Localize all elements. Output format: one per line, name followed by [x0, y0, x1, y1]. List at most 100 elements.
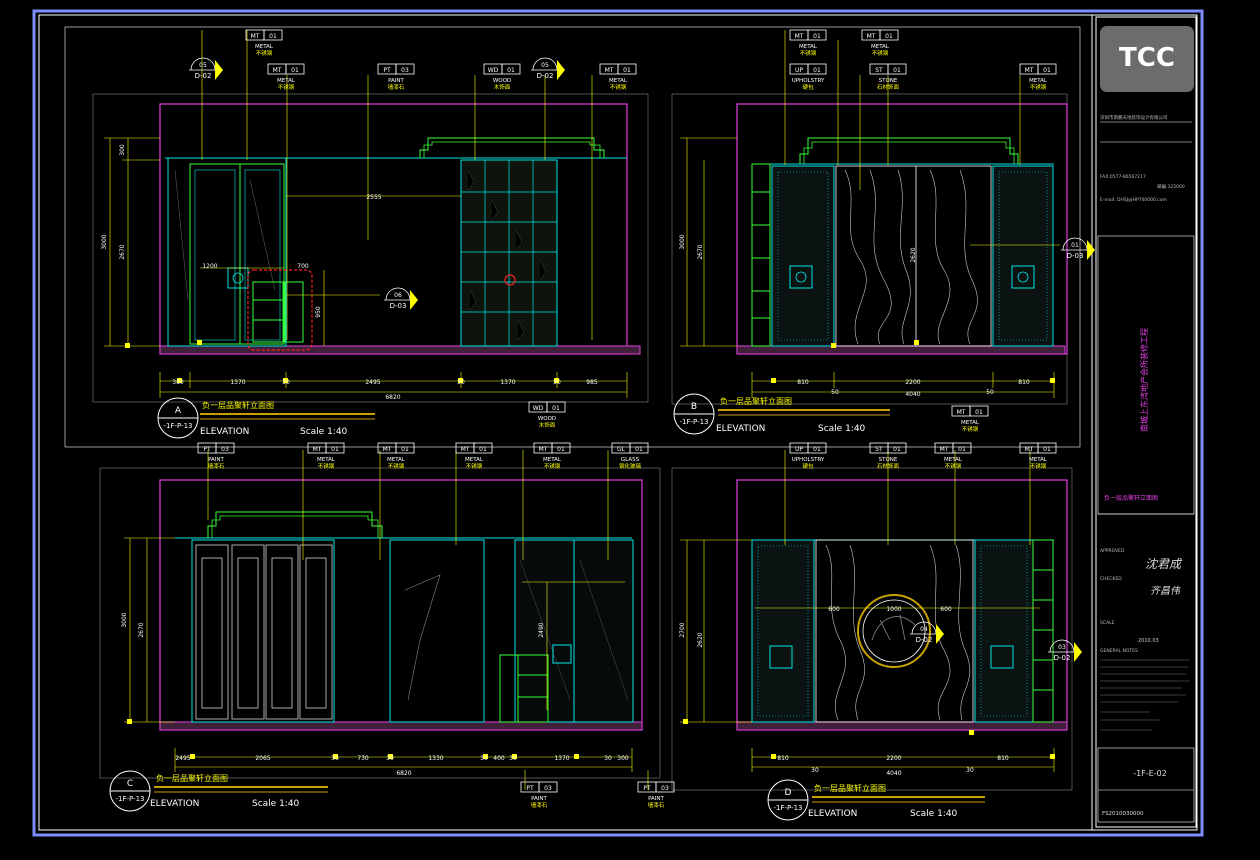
view-c-dim-2: 30 — [331, 755, 339, 762]
view-d-subdim-2: 30 — [966, 767, 974, 774]
view-c-tag-3-code: MT — [461, 446, 470, 453]
view-a-tag-3-num: 01 — [507, 67, 515, 74]
view-c-dim-8: 30 — [509, 755, 517, 762]
view-d-ref: -1F-P-13 — [773, 804, 802, 812]
view-a-callout-0-arrow — [215, 60, 223, 80]
view-a-tag-0-label: METAL — [255, 44, 274, 50]
view-c-tag-3-num: 01 — [479, 446, 487, 453]
view-a-tag-1-cn: 不锈钢 — [278, 83, 295, 91]
view-a-ref: -1F-P-13 — [163, 422, 192, 430]
view-a-tag-1-num-box — [285, 63, 305, 75]
view-a-height-top: 300 — [119, 144, 126, 156]
view-d-tag-0-code: UP — [795, 446, 803, 453]
view-c-bottom-tag-1-code: PT — [643, 785, 651, 792]
view-b-tag-0-cn: 不锈钢 — [800, 49, 817, 57]
view-c-tag-0-code: PT — [203, 446, 211, 453]
view-c-tag-4-label: METAL — [543, 457, 562, 463]
signature-2: 齐昌伟 — [1150, 585, 1181, 597]
elevation-view-c — [99, 450, 661, 812]
view-d-callout-0-arc — [911, 621, 937, 635]
view-d-tag-2-cn: 不锈钢 — [945, 462, 962, 470]
view-c-title: 负一层品聚轩立面图 — [156, 773, 228, 783]
view-c-tag-2-code: MT — [383, 446, 392, 453]
view-c-height-inner: 2670 — [138, 622, 145, 637]
view-c-tag-5-num-box — [629, 442, 649, 454]
view-c-elevation: ELEVATION — [150, 799, 199, 809]
view-b-tag-3-cn: 石材饰面 — [877, 83, 900, 91]
titleblock-frame — [1095, 16, 1197, 828]
view-c-bottom-tag-0-code: PT — [526, 785, 534, 792]
view-b-bottom-tag-cn: 不锈钢 — [962, 425, 979, 433]
view-a-tag-3-label: WOOD — [493, 78, 511, 84]
view-b-tag-0-num-box — [807, 29, 827, 41]
view-d-title: 负一层品聚轩立面图 — [814, 783, 886, 793]
view-a-dim-2555: 2555 — [366, 194, 381, 201]
view-a-callout-1-arc — [532, 57, 558, 71]
view-c-dim-10: 30 — [604, 755, 612, 762]
view-a-tag-3-code: WD — [488, 67, 499, 74]
view-d-callout-1-arc — [1049, 639, 1075, 653]
drawing-number: -1F-E-02 — [1133, 769, 1167, 778]
view-b-tag-2-num-box — [807, 63, 827, 75]
view-a-id: A — [175, 406, 182, 416]
view-b-tag-1-code: MT — [867, 33, 876, 40]
view-d-tag-1-code: ST — [875, 446, 883, 453]
view-c-dim-5: 1330 — [428, 755, 443, 762]
view-d-middim-2: 600 — [940, 606, 952, 613]
view-b-tag-4-code: MT — [1025, 67, 1034, 74]
company-logo: TCC — [1119, 43, 1175, 73]
project-title: 南城上东湾地产会所装修工程 — [1139, 328, 1149, 432]
view-c-bottom-tag-0-cn: 墙漆石 — [531, 801, 548, 809]
view-a-tag-3-num-box — [501, 63, 521, 75]
view-a-callout-1-num: 05 — [541, 62, 549, 69]
view-d-callout-1-arrow — [1074, 642, 1082, 662]
view-d-callout-1-sheet: D-02 — [1054, 654, 1071, 662]
view-a-callout-0-sheet: D-02 — [195, 72, 212, 80]
view-c-tag-3-cn: 不锈钢 — [466, 462, 483, 470]
view-b-tag-0-num: 01 — [813, 33, 821, 40]
view-c-ref: -1F-P-13 — [115, 795, 144, 803]
view-c-dim-4: 30 — [386, 755, 394, 762]
view-a-height-inner: 2670 — [119, 244, 126, 259]
view-c-tag-2-cn: 不锈钢 — [388, 462, 405, 470]
view-d-tag-2-label: METAL — [944, 457, 963, 463]
view-d-tag-1-cn: 石材饰面 — [877, 462, 900, 470]
view-a-tag-1-code: MT — [273, 67, 282, 74]
view-d-tag-3-cn: 不锈钢 — [1030, 462, 1047, 470]
view-a-tag-4-code: MT — [605, 67, 614, 74]
view-a-dim-2: 30 — [282, 379, 290, 386]
view-d-tag-3-num: 01 — [1043, 446, 1051, 453]
view-d-tag-0-num: 01 — [813, 446, 821, 453]
view-c-bottom-tag-0-num: 03 — [544, 785, 552, 792]
view-a-dim-1: 1370 — [230, 379, 245, 386]
view-a-tag-2-num-box — [395, 63, 415, 75]
view-b-scale: Scale 1:40 — [818, 424, 866, 434]
view-a-callout-2-arc — [385, 287, 411, 301]
view-c-tag-0-label: PAINT — [208, 457, 224, 463]
view-c-tag-5-label: GLASS — [621, 457, 640, 463]
view-b-tag-2-code: UP — [795, 67, 803, 74]
view-b-bottom-tag-label: METAL — [961, 420, 980, 426]
view-a-tag-2-cn: 墙漆石 — [388, 83, 405, 91]
view-b-bottom-tag-code: MT — [957, 409, 966, 416]
view-b-tag-2-cn: 硬包 — [802, 83, 814, 91]
view-d-tag-0-cn: 硬包 — [802, 462, 814, 470]
view-d-middim-0: 600 — [828, 606, 840, 613]
view-b-height-inner: 2670 — [697, 244, 704, 259]
email-line: E-mail: DHSJ@HP700000.com — [1100, 197, 1167, 203]
view-c-dim-3: 730 — [357, 755, 369, 762]
view-c-total-width: 6820 — [396, 770, 411, 777]
view-b-elevation: ELEVATION — [716, 424, 765, 434]
view-b-dim-1: 2200 — [905, 379, 920, 386]
view-b-height-center: 2620 — [910, 247, 917, 262]
view-c-dim-0: 2495 — [175, 755, 190, 762]
view-a-dim-700: 700 — [297, 263, 309, 270]
view-b-tag-3-num-box — [887, 63, 907, 75]
view-c-tag-4-cn: 不锈钢 — [544, 462, 561, 470]
drawing-title: 负一层品聚轩立面图 — [1104, 494, 1158, 502]
date-value: 2010.03 — [1138, 638, 1159, 644]
view-d-callout-0-num: 04 — [920, 626, 928, 633]
view-b-tag-4-num: 01 — [1043, 67, 1051, 74]
signature: 沈君成 — [1145, 557, 1183, 571]
